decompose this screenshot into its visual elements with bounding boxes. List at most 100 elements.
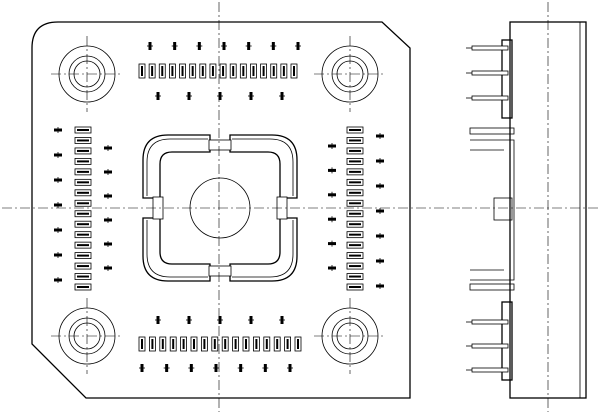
- top-socket-contact-slot: [232, 66, 235, 76]
- side-center-section: [470, 139, 515, 281]
- mounting-hole: [51, 298, 123, 374]
- right-socket-contact-slot: [349, 129, 361, 131]
- right-socket-contact-slot: [349, 170, 361, 173]
- bottom-socket-contact-slot: [276, 339, 279, 349]
- top-socket-contact-slot: [222, 66, 225, 76]
- top-socket-contact-slot: [201, 66, 204, 76]
- bottom-socket-contact-slot: [234, 339, 237, 349]
- right-socket-contact-slot: [349, 160, 361, 163]
- side-view: [462, 2, 598, 412]
- side-pin-lead: [471, 45, 509, 51]
- top-pin-row: [138, 42, 301, 100]
- top-socket-contact-slot: [171, 66, 174, 76]
- left-socket-contact-slot: [77, 160, 89, 163]
- right-socket-contact-slot: [349, 149, 361, 152]
- bottom-socket-contact-slot: [193, 339, 195, 349]
- right-socket-contact-slot: [349, 181, 361, 184]
- right-socket-contact-slot: [349, 275, 361, 278]
- right-socket-contact-slot: [349, 202, 361, 205]
- socket-body-outline: [31, 21, 411, 399]
- bottom-socket-contact-slot: [297, 339, 299, 349]
- side-upper-rail: [469, 127, 515, 135]
- left-pin-row: [54, 126, 112, 291]
- top-socket-contact-slot: [141, 66, 143, 76]
- mounting-hole: [314, 36, 386, 112]
- bottom-socket-contact-slot: [224, 339, 227, 349]
- side-lower-block: [501, 301, 513, 381]
- right-socket-contact-slot: [349, 212, 361, 215]
- side-pin-lead: [471, 319, 509, 325]
- cavity-pocket-inner: [146, 220, 208, 278]
- side-pin-leads: [466, 45, 509, 373]
- right-socket-contact-slot: [349, 139, 361, 142]
- left-socket-contact-slot: [77, 129, 89, 131]
- top-socket-contact-slot: [262, 66, 265, 76]
- right-socket-contact-slot: [349, 254, 361, 257]
- right-pin-row: [328, 126, 384, 291]
- side-center-tab: [493, 197, 513, 221]
- cavity-pocket-inner: [232, 220, 294, 278]
- left-socket-contact-slot: [77, 223, 89, 226]
- left-socket-contact-slot: [77, 181, 89, 184]
- side-upper-block: [501, 39, 513, 119]
- right-socket-contact-slot: [349, 286, 361, 288]
- cavity-pocket-inner: [232, 138, 294, 196]
- left-socket-contact-slot: [77, 265, 89, 268]
- top-socket-contact-slot: [272, 66, 275, 76]
- left-socket-contact-slot: [77, 244, 89, 247]
- left-socket-contact-slot: [77, 139, 89, 142]
- top-socket-contact-slot: [242, 66, 245, 76]
- top-socket-contact-slot: [252, 66, 255, 76]
- right-socket-contact-slot: [349, 223, 361, 226]
- left-socket-contact-slot: [77, 191, 89, 194]
- top-socket-contact-slot: [151, 66, 154, 76]
- cavity-quadrant: [142, 217, 211, 282]
- bottom-socket-contact-slot: [141, 339, 143, 349]
- right-socket-contact-slot: [349, 265, 361, 268]
- side-pin-lead: [471, 367, 509, 373]
- top-socket-contact-slot: [211, 66, 214, 76]
- left-socket-contact-slot: [77, 212, 89, 215]
- right-socket-contact-slot: [349, 244, 361, 247]
- right-socket-contact-slot: [349, 233, 361, 236]
- left-socket-contact-slot: [77, 286, 89, 288]
- left-socket-contact-slot: [77, 254, 89, 257]
- bottom-socket-contact-slot: [265, 339, 268, 349]
- bottom-socket-contact-slot: [213, 339, 216, 349]
- left-socket-contact-slot: [77, 275, 89, 278]
- bottom-socket-contact-slot: [172, 339, 175, 349]
- bottom-socket-contact-slot: [255, 339, 258, 349]
- bottom-socket-contact-slot: [245, 339, 247, 349]
- cavity-quadrant: [142, 134, 211, 199]
- mounting-hole: [314, 298, 386, 374]
- bottom-socket-contact-slot: [161, 339, 164, 349]
- side-pin-lead: [471, 95, 509, 101]
- top-socket-contact-slot: [181, 66, 184, 76]
- side-lower-rail: [469, 283, 515, 291]
- side-pin-lead: [471, 70, 509, 76]
- cavity-quadrant: [229, 217, 298, 282]
- mounting-holes: [51, 36, 386, 374]
- left-socket-contact-slot: [77, 202, 89, 205]
- bottom-socket-contact-slot: [182, 339, 185, 349]
- mounting-hole: [51, 36, 123, 112]
- cavity-quadrant: [229, 134, 298, 199]
- left-socket-contact-slot: [77, 170, 89, 173]
- top-socket-contact-slot: [282, 66, 285, 76]
- left-socket-contact-slot: [77, 233, 89, 236]
- top-socket-contact-slot: [191, 66, 194, 76]
- bridge-top: [208, 139, 232, 151]
- cavity-pocket-inner: [146, 138, 208, 196]
- bottom-socket-contact-slot: [286, 339, 289, 349]
- side-pin-lead: [471, 343, 509, 349]
- top-socket-contact-slot: [161, 66, 164, 76]
- bridge-bottom: [208, 265, 232, 277]
- bottom-socket-contact-slot: [203, 339, 206, 349]
- left-socket-contact-slot: [77, 149, 89, 152]
- bottom-pin-row: [138, 316, 302, 372]
- bottom-socket-contact-slot: [151, 339, 154, 349]
- top-view: [2, 2, 460, 412]
- right-socket-contact-slot: [349, 191, 361, 194]
- top-socket-contact-slot: [293, 66, 295, 76]
